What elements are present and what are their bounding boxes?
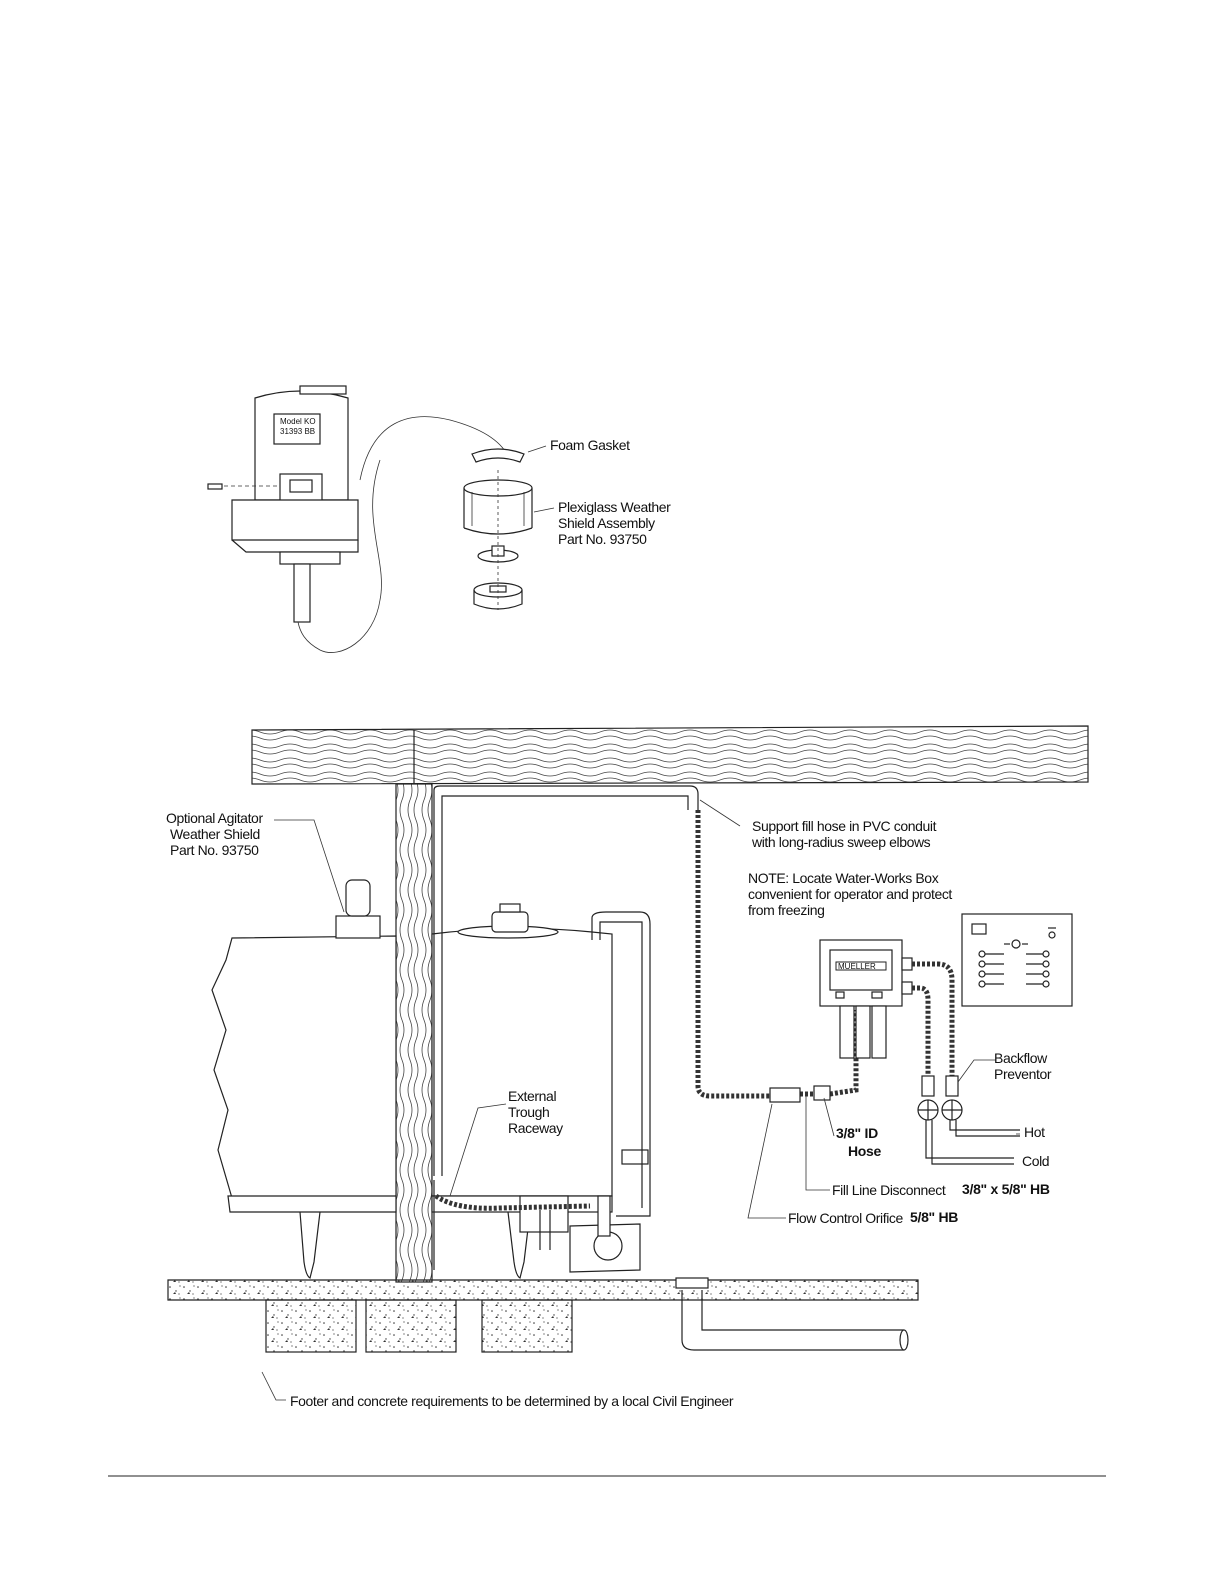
- shield-label-2: Shield Assembly: [558, 515, 655, 531]
- floor-slab: [167, 1279, 919, 1301]
- fill-hose: [695, 810, 770, 1099]
- support-label-1: Support fill hose in PVC conduit: [752, 818, 937, 834]
- backflow-preventor-icon: [917, 1075, 963, 1121]
- trough-label-1: External: [508, 1088, 556, 1104]
- foam-gasket-label: Foam Gasket: [550, 437, 630, 453]
- agitator-motor-icon: [207, 385, 359, 623]
- model-line-1: Model KO: [280, 417, 316, 426]
- note-label-3: from freezing: [748, 902, 825, 918]
- cold-line: [925, 1120, 1014, 1165]
- flow-control-size-label: 5/8" HB: [910, 1209, 958, 1225]
- shield-label-1: Plexiglass Weather: [558, 499, 671, 515]
- bulk-tank-right: [431, 903, 649, 1279]
- trough-label-3: Raceway: [508, 1120, 563, 1136]
- control-panel-icon: [961, 913, 1073, 1007]
- fill-line-size-label: 3/8" x 5/8" HB: [962, 1181, 1050, 1197]
- hot-label: Hot: [1024, 1124, 1045, 1140]
- foam-gasket-icon: [471, 448, 525, 463]
- wall-post: [395, 783, 433, 1283]
- backflow-label-1: Backflow: [994, 1050, 1048, 1066]
- flow-control-label: Flow Control Orifice: [788, 1210, 904, 1226]
- fill-line-disconnect-label: Fill Line Disconnect: [832, 1182, 946, 1198]
- leader-lines: [261, 799, 1020, 1401]
- shield-label-3: Part No. 93750: [558, 531, 647, 547]
- wash-pipe: [591, 911, 651, 1217]
- fill-line-disconnect-icon: [813, 1085, 831, 1101]
- bulk-tank-left: [211, 879, 397, 1279]
- hot-supply-hose: [912, 961, 955, 1076]
- weather-shield-icon: [463, 470, 533, 610]
- note-label-1: NOTE: Locate Water-Works Box: [748, 870, 939, 886]
- footer-2: [365, 1299, 457, 1353]
- note-label-2: convenient for operator and protect: [748, 886, 952, 902]
- foam-gasket-leader: [527, 445, 547, 453]
- agitator-detail: Model KO 31393 BB Foam Gasket Plexiglass…: [207, 385, 672, 653]
- cold-label: Cold: [1022, 1153, 1049, 1169]
- trough-raceway: [434, 1193, 591, 1211]
- backflow-label-2: Preventor: [994, 1066, 1052, 1082]
- cold-supply-hose: [912, 985, 931, 1076]
- agitator-label-1: Optional Agitator: [166, 810, 263, 826]
- hose-size-label: 3/8" ID: [836, 1125, 878, 1141]
- support-label-2: with long-radius sweep elbows: [751, 834, 931, 850]
- flow-control-orifice-icon: [769, 1087, 801, 1103]
- water-works-box-icon: [819, 939, 913, 1059]
- agitator-label-3: Part No. 93750: [170, 842, 259, 858]
- cord-line: [297, 416, 509, 653]
- trough-label-2: Trough: [508, 1104, 549, 1120]
- drain-pipe-icon: [675, 1277, 909, 1351]
- hose-label: Hose: [848, 1143, 882, 1159]
- pvc-conduit: [433, 785, 699, 1176]
- hot-line: [949, 1120, 1020, 1137]
- model-line-2: 31393 BB: [280, 427, 315, 436]
- ceiling-beam: [251, 725, 1089, 785]
- brand-label: MUELLER: [838, 962, 876, 971]
- footer-3: [481, 1299, 573, 1353]
- shield-leader: [533, 507, 555, 513]
- footer-1: [265, 1299, 357, 1353]
- agitator-label-2: Weather Shield: [170, 826, 260, 842]
- footer-note-label: Footer and concrete requirements to be d…: [290, 1393, 734, 1409]
